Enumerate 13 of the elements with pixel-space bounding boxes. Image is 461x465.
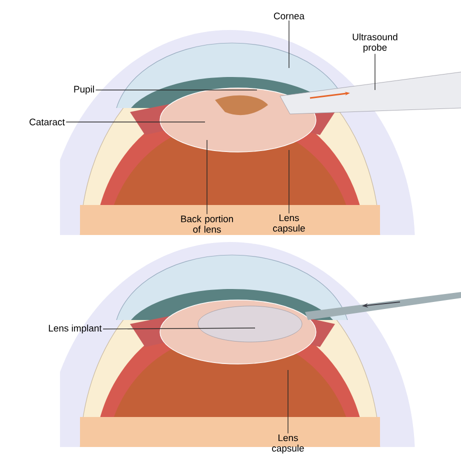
- leader-line: [206, 140, 208, 214]
- part-label: Lens capsule: [272, 434, 304, 454]
- part-label: Pupil: [74, 86, 94, 94]
- part-label: Lens implant: [48, 324, 102, 334]
- leader-line: [102, 328, 256, 330]
- part-label: Lens capsule: [273, 214, 305, 234]
- part-label: Back portion of lens: [181, 215, 233, 233]
- part-label: Cornea: [274, 12, 305, 20]
- leader-line: [288, 20, 290, 68]
- part-label: Cataract: [30, 118, 65, 126]
- leader-line: [288, 150, 290, 214]
- part-label: Ultrasound probe: [352, 33, 398, 53]
- leader-line: [374, 54, 376, 90]
